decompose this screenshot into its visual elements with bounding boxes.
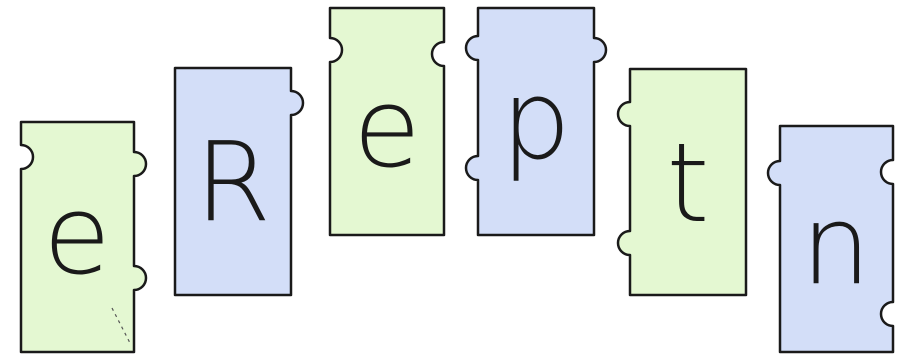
- puzzle-tile-2[interactable]: R: [175, 68, 303, 295]
- puzzle-tile-1[interactable]: e: [21, 122, 146, 352]
- puzzle-tile-3[interactable]: e: [330, 8, 444, 235]
- puzzle-tile-4[interactable]: p: [466, 8, 606, 235]
- puzzle-tile-6[interactable]: n: [768, 126, 893, 352]
- tile-5-letter: t: [666, 119, 709, 247]
- tile-2-letter: R: [195, 118, 271, 246]
- puzzle-tile-5[interactable]: t: [618, 69, 746, 295]
- tile-1-letter: e: [43, 171, 111, 299]
- tile-6-letter: n: [801, 181, 871, 309]
- tile-4-letter: p: [501, 56, 571, 184]
- tile-3-letter: e: [353, 64, 421, 192]
